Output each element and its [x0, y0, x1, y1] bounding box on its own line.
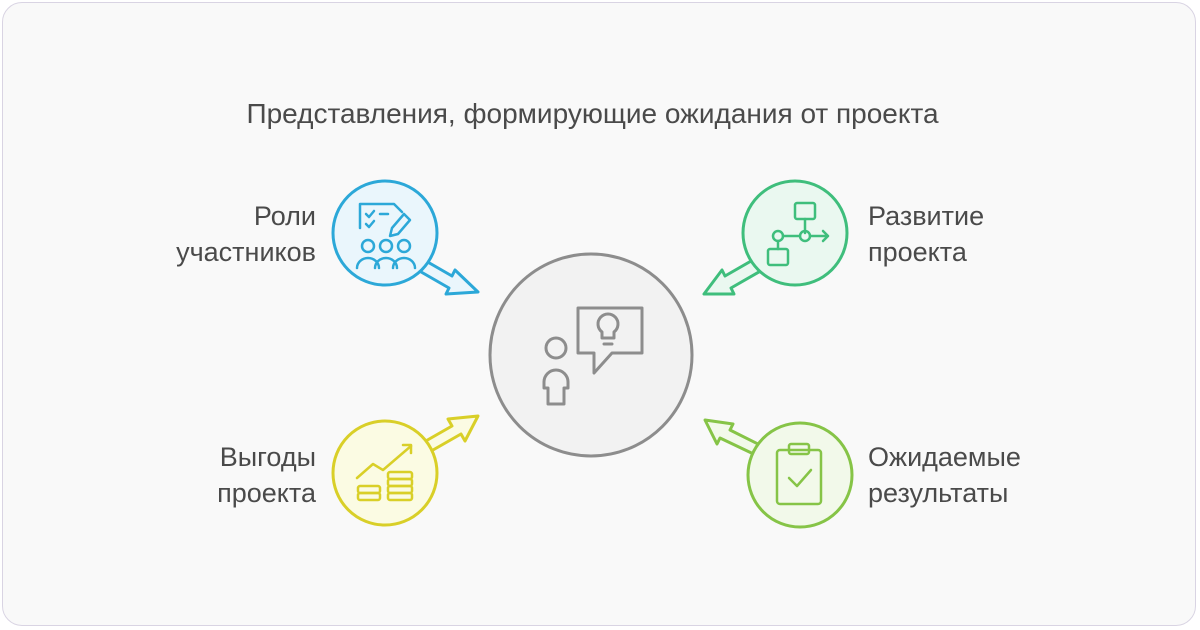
diagram-title: Представления, формирующие ожидания от п…: [246, 98, 939, 129]
growth-coins-icon: [355, 443, 414, 502]
person-idea-icon: [542, 306, 644, 406]
node-benefits: [331, 414, 480, 527]
node-roles: [331, 179, 480, 296]
flowchart-icon: [766, 201, 830, 267]
node-results: [703, 418, 854, 529]
clipboard-check-icon: [775, 442, 823, 506]
node-dev: [702, 179, 849, 296]
center-node: [488, 252, 694, 458]
team-checklist-icon: [355, 202, 417, 270]
